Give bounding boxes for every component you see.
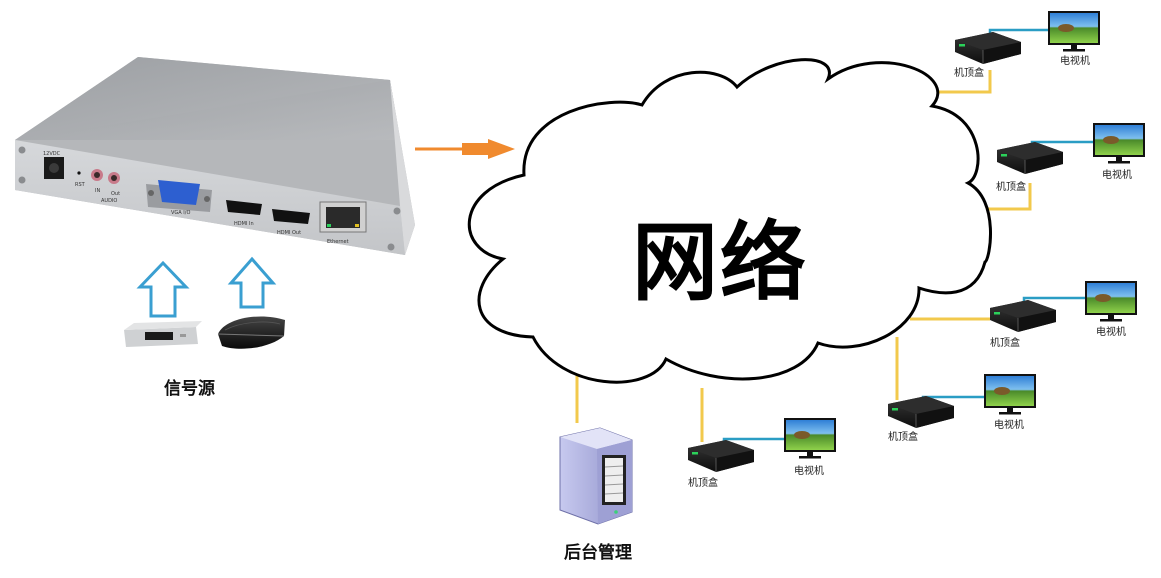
port-label-12vdc: 12VDC	[43, 151, 61, 157]
tv-icon	[1048, 11, 1100, 52]
tv-icon	[784, 418, 836, 459]
set-top-box-icon	[989, 299, 1057, 333]
stb-label: 机顶盒	[990, 338, 1020, 349]
tv-label: 电视机	[994, 420, 1024, 431]
network-cloud	[467, 58, 993, 384]
port-label-rst: RST	[75, 182, 86, 188]
stb-label: 机顶盒	[996, 182, 1026, 193]
tv-icon	[1093, 123, 1145, 164]
tv-label: 电视机	[1096, 327, 1126, 338]
tv-icon	[1085, 281, 1137, 322]
port-label-hdmi-out: HDMI Out	[277, 230, 301, 236]
stb-label: 机顶盒	[688, 478, 718, 489]
port-label-ethernet: Ethernet	[327, 239, 349, 245]
hdmi-in-port	[226, 200, 262, 215]
tv-icon	[984, 374, 1036, 415]
port-label-audio-out: Out	[111, 191, 120, 197]
up-arrow-icon	[136, 260, 190, 318]
signal-source-label: 信号源	[164, 379, 215, 399]
set-top-box-icon	[687, 439, 755, 473]
set-top-box-icon	[887, 395, 955, 429]
port-label-hdmi-in: HDMI In	[234, 221, 254, 227]
tv-label: 电视机	[1060, 56, 1090, 67]
backend-management-label: 后台管理	[564, 543, 632, 563]
stb-label: 机顶盒	[954, 68, 984, 79]
stb-label: 机顶盒	[888, 432, 918, 443]
network-title: 网络	[632, 213, 808, 313]
game-console-icon	[217, 316, 285, 349]
set-top-box-icon	[996, 141, 1064, 175]
server-icon	[559, 427, 633, 525]
up-arrow-icon	[227, 256, 277, 309]
set-top-box-icon	[954, 31, 1022, 65]
dvd-player-icon	[124, 321, 202, 347]
hdmi-out-port	[272, 209, 310, 224]
port-label-audio-in: IN	[95, 188, 100, 194]
port-label-vga: VGA I/O	[171, 210, 190, 216]
reset-button	[77, 171, 81, 175]
tv-label: 电视机	[794, 466, 824, 477]
encoder-device: 12VDC RST IN Out AUDIO VGA I/O HDMI In H…	[15, 57, 415, 255]
port-label-audio: AUDIO	[101, 198, 117, 204]
tv-label: 电视机	[1102, 170, 1132, 181]
orange-arrow-icon	[415, 139, 515, 159]
